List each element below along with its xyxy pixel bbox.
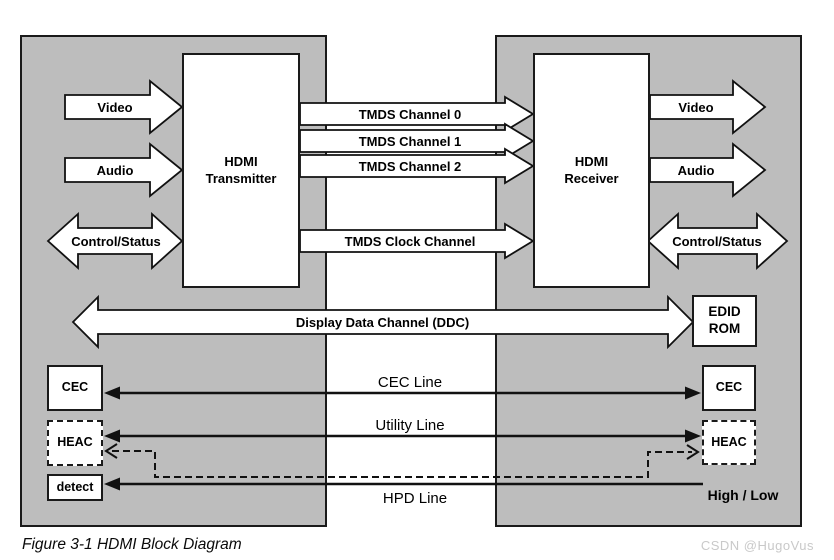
- utility-line-label: Utility Line: [375, 416, 445, 434]
- video-out-arrow: [649, 79, 767, 135]
- audio-in-arrow: [64, 142, 184, 198]
- hpd-line-left-arrowhead: [104, 477, 120, 491]
- hdmi-receiver-box: HDMI Receiver: [533, 53, 650, 288]
- heac-dashed-right-arrowhead: [686, 444, 700, 460]
- detect-box: detect: [47, 474, 103, 501]
- video-in-arrow: [64, 79, 184, 135]
- tmds-channel2-label: TMDS Channel 2: [358, 158, 462, 174]
- tmds-clock-label: TMDS Clock Channel: [344, 233, 476, 249]
- utility-line-left-arrowhead: [104, 429, 120, 443]
- edid-rom-box: EDID ROM: [692, 295, 757, 347]
- cec-line-right-arrowhead: [685, 386, 701, 400]
- cec-line-left-arrowhead: [104, 386, 120, 400]
- cec-right-box: CEC: [702, 365, 756, 411]
- heac-right-label: HEAC: [711, 434, 747, 449]
- tmds-channel0-label: TMDS Channel 0: [358, 106, 462, 122]
- tmds-channel2-arrow: [299, 147, 535, 185]
- tmds-clock-arrow: [299, 222, 535, 260]
- audio-out-label: Audio: [677, 162, 715, 178]
- heac-left-box: HEAC: [47, 420, 103, 466]
- utility-line-right-arrowhead: [685, 429, 701, 443]
- video-out-label: Video: [678, 99, 714, 115]
- tmds-channel0-arrow: [299, 95, 535, 133]
- audio-in-label: Audio: [96, 162, 134, 178]
- tmds-channel1-arrow: [299, 122, 535, 160]
- hpd-level-label: High / Low: [707, 486, 779, 503]
- edid-rom-label: EDID ROM: [708, 304, 741, 336]
- figure-caption: Figure 3-1 HDMI Block Diagram: [22, 536, 242, 553]
- cec-left-box: CEC: [47, 365, 103, 411]
- tmds-channel1-label: TMDS Channel 1: [358, 133, 462, 149]
- hdmi-transmitter-label: HDMI Transmitter: [205, 154, 277, 186]
- ddc-label: Display Data Channel (DDC): [295, 314, 470, 330]
- cec-line-label: CEC Line: [377, 373, 443, 391]
- hdmi-receiver-label: HDMI Receiver: [564, 154, 619, 186]
- heac-dashed-left-arrowhead: [104, 443, 118, 459]
- detect-label: detect: [56, 479, 94, 494]
- video-in-label: Video: [97, 99, 133, 115]
- heac-right-box: HEAC: [702, 420, 756, 465]
- control-status-right-label: Control/Status: [672, 233, 762, 249]
- hdmi-transmitter-box: HDMI Transmitter: [182, 53, 300, 288]
- cec-right-label: CEC: [715, 380, 743, 395]
- heac-left-label: HEAC: [57, 435, 93, 450]
- hpd-line-label: HPD Line: [382, 489, 448, 507]
- heac-dashed-wire: [112, 450, 692, 478]
- control-status-right-arrow: [646, 211, 789, 271]
- audio-out-arrow: [649, 142, 767, 198]
- watermark-text: CSDN @HugoVus: [700, 538, 814, 553]
- control-status-left-label: Control/Status: [71, 233, 161, 249]
- cec-left-label: CEC: [61, 380, 89, 395]
